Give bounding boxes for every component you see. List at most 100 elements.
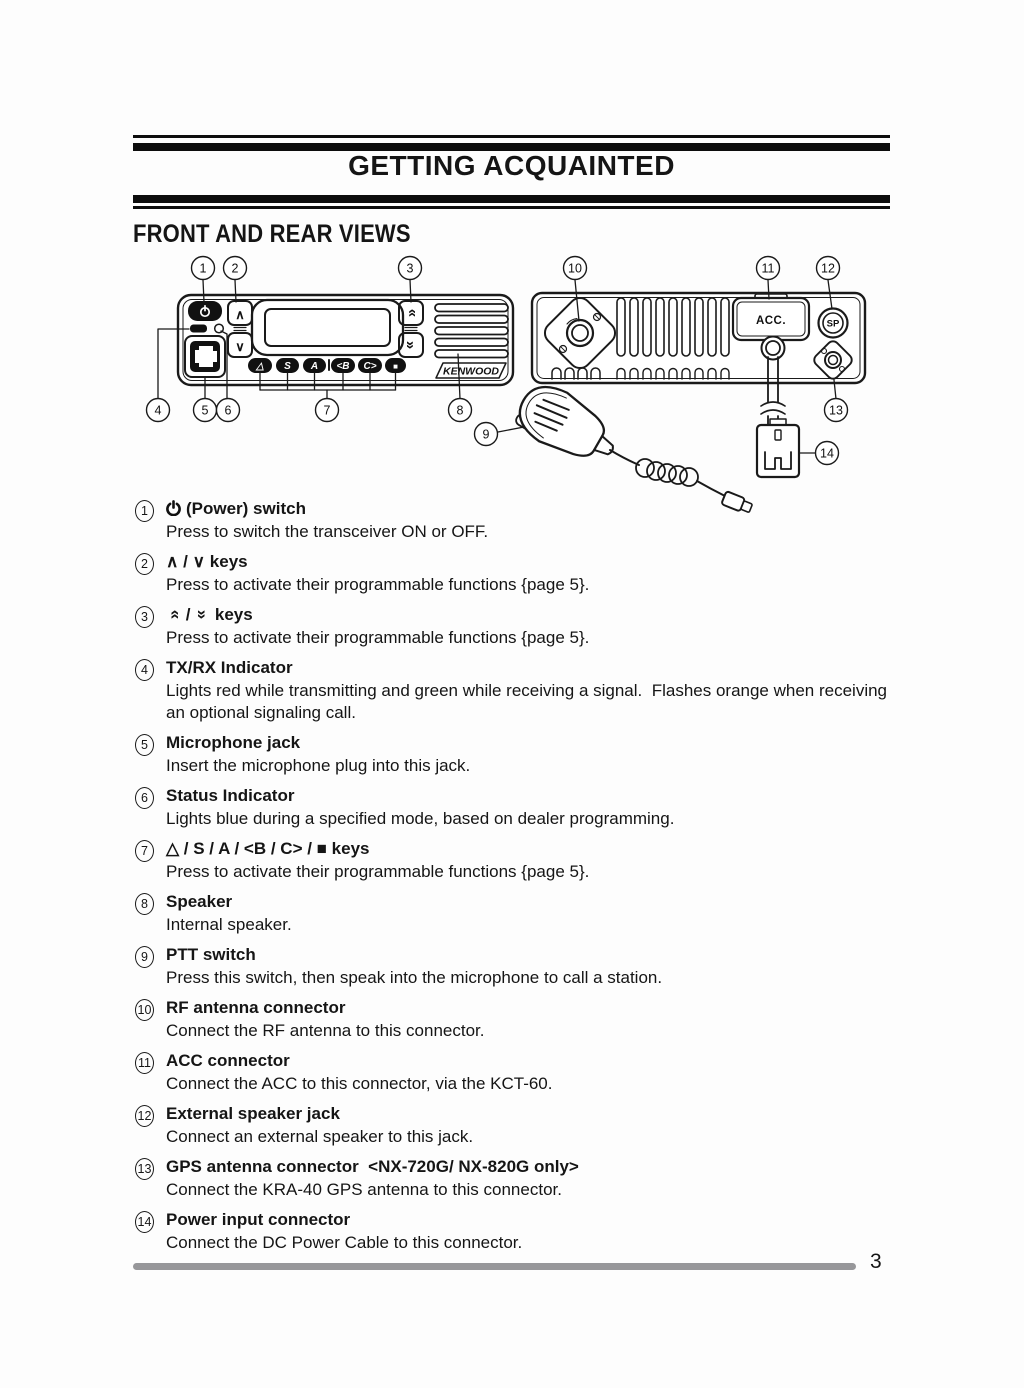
power-button-drawing [188,301,222,321]
section-title: FRONT AND REAR VIEWS [133,220,411,248]
item-title: ACC connector [166,1051,290,1070]
item-title: △ / S / A / <B / C> / ■ keys [166,839,370,858]
callout-1: 1 [190,255,216,281]
callout-leader-lines [157,279,837,454]
list-item-external-speaker-jack: 12 External speaker jack Connect an exte… [135,1103,887,1148]
item-desc: Insert the microphone plug into this jac… [166,756,471,775]
display-drawing [250,298,405,357]
svg-text:3: 3 [407,261,414,275]
external-speaker-jack-drawing: SP [817,307,849,339]
item-desc: Connect the ACC to this connector, via t… [166,1074,553,1093]
callout-2: 2 [222,255,248,281]
front-panel-drawing: ∧ ∨ » [176,293,515,387]
item-number-badge: 6 [135,787,154,809]
item-title: Status Indicator [166,786,295,805]
item-desc: Press to activate their programmable fun… [166,575,590,594]
callout-11: 11 [755,255,781,281]
list-item-double-up-down-keys: 3 » / » keys Press to activate their pro… [135,604,887,649]
callout-8: 8 [447,397,473,423]
item-desc: Connect the RF antenna to this connector… [166,1021,485,1040]
item-number-badge: 2 [135,553,154,575]
callout-12: 12 [815,255,841,281]
item-desc: Lights red while transmitting and green … [166,681,888,722]
list-item-acc-connector: 11 ACC connector Connect the ACC to this… [135,1050,887,1095]
item-title: GPS antenna connector <NX-720G/ NX-820G … [166,1157,579,1176]
item-number-badge: 7 [135,840,154,862]
callout-10: 10 [562,255,588,281]
svg-text:7: 7 [324,403,331,417]
item-title: TX/RX Indicator [166,658,293,677]
list-item-up-down-keys: 2 ∧ / ∨ keys Press to activate their pro… [135,551,887,596]
page-title: GETTING ACQUAINTED [348,150,675,181]
item-desc: Press to activate their programmable fun… [166,628,590,647]
item-desc: Internal speaker. [166,915,292,934]
top-rule-thick [133,143,890,151]
brand-logo: KENWOOD [435,362,507,379]
item-desc: Connect an external speaker to this jack… [166,1127,474,1146]
item-desc: Connect the DC Power Cable to this conne… [166,1233,523,1252]
txrx-indicator-drawing [190,324,207,333]
programmable-keys-drawing: △ S A <B C> ■ [248,358,406,373]
microphone-drawing [515,385,753,513]
coiled-cord-drawing [635,458,699,487]
svg-text:<B: <B [336,361,349,372]
rear-panel-drawing: ACC. [530,291,867,479]
svg-text:9: 9 [483,427,490,441]
svg-text:ACC.: ACC. [756,315,786,327]
item-title: External speaker jack [166,1104,340,1123]
svg-text:10: 10 [568,261,582,275]
acc-connector-drawing: ACC. [731,293,811,342]
item-number-badge: 12 [135,1105,154,1127]
double-up-down-keys-drawing: » » [398,300,424,358]
rear-vents-drawing [616,297,730,380]
feature-list: 1 (Power) switch Press to switch the tra… [135,498,887,1262]
double-chevron-down-icon: » [193,609,213,620]
svg-text:KENWOOD: KENWOOD [443,366,499,378]
item-title: Microphone jack [166,733,301,752]
svg-text:∧: ∧ [235,307,245,322]
mic-plug-drawing [721,490,753,513]
item-number-badge: 10 [135,999,154,1021]
item-desc: Lights blue during a specified mode, bas… [166,809,675,828]
item-title: RF antenna connector [166,998,346,1017]
item-number-badge: 13 [135,1158,154,1180]
list-item-rf-antenna-connector: 10 RF antenna connector Connect the RF a… [135,997,887,1042]
svg-text:■: ■ [393,362,398,371]
item-title: ∧ / ∨ keys [166,552,248,571]
footer-rule [133,1263,856,1270]
svg-text:C>: C> [363,361,376,372]
item-number-badge: 1 [135,500,154,522]
power-icon [166,500,181,517]
callout-7: 7 [314,397,340,423]
svg-text:8: 8 [457,403,464,417]
svg-text:14: 14 [820,446,834,460]
callout-14: 14 [814,440,840,466]
power-icon [199,304,211,318]
power-cable-drawing [760,335,786,425]
item-title: Power input connector [166,1210,351,1229]
svg-text:»: » [403,309,420,317]
front-rear-views-diagram: ∧ ∨ » [145,255,867,513]
svg-text:S: S [284,361,291,372]
title-rule-thick [133,195,890,203]
item-title: Speaker [166,892,233,911]
callout-6: 6 [215,397,241,423]
svg-text:A: A [310,361,318,372]
item-number-badge: 11 [135,1052,154,1074]
title-rule-thin [133,206,890,209]
item-desc: Press to switch the transceiver ON or OF… [166,522,489,541]
item-number-badge: 3 [135,606,154,628]
list-item-power-switch: 1 (Power) switch Press to switch the tra… [135,498,887,543]
list-item-microphone-jack: 5 Microphone jack Insert the microphone … [135,732,887,777]
svg-text:»: » [402,341,419,349]
list-item-gps-antenna-connector: 13 GPS antenna connector <NX-720G/ NX-82… [135,1156,887,1201]
item-title: PTT switch [166,945,256,964]
svg-text:∨: ∨ [235,339,245,354]
gps-antenna-connector-drawing [813,340,853,380]
item-number-badge: 5 [135,734,154,756]
svg-text:△: △ [255,361,264,372]
rf-antenna-connector-drawing [543,296,617,370]
list-item-status-indicator: 6 Status Indicator Lights blue during a … [135,785,887,830]
svg-text:13: 13 [829,403,843,417]
list-item-power-input-connector: 14 Power input connector Connect the DC … [135,1209,887,1254]
